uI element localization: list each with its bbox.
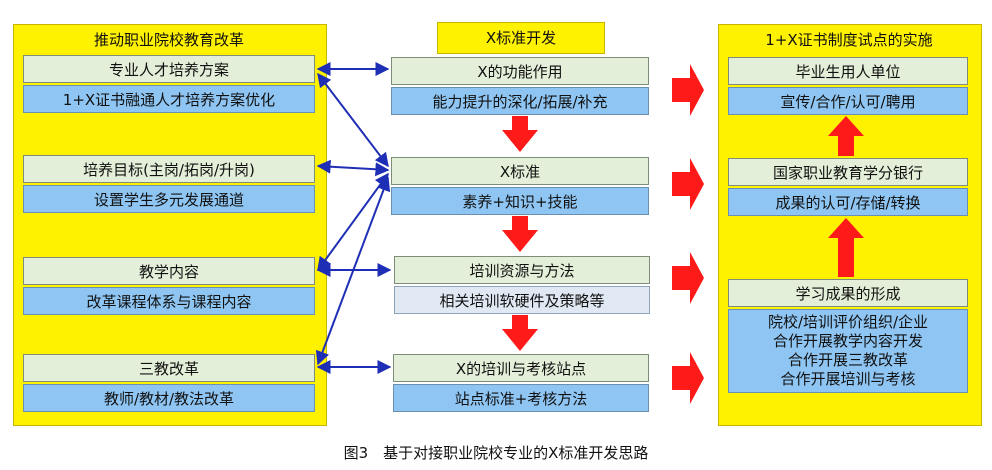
left-group-2-top: 培养目标(主岗/拓岗/升岗) xyxy=(23,155,315,183)
right-group-2-top: 国家职业教育学分银行 xyxy=(728,158,968,186)
right-group-3-bottom: 院校/培训评价组织/企业 合作开展教学内容开发 合作开展三教改革 合作开展培训与… xyxy=(728,309,968,393)
red-arrow-right-1 xyxy=(672,64,704,116)
right-group-3-line-1: 院校/培训评价组织/企业 xyxy=(767,313,929,331)
middle-title: X标准开发 xyxy=(437,22,605,54)
middle-group-4-bottom: 站点标准+考核方法 xyxy=(393,384,649,412)
right-group-3-line-2: 合作开展教学内容开发 xyxy=(772,332,923,350)
red-arrow-up-1 xyxy=(828,116,864,156)
right-group-3-top: 学习成果的形成 xyxy=(728,279,968,307)
red-arrow-down-3 xyxy=(502,315,538,351)
red-block-arrows-down xyxy=(502,116,538,351)
red-arrow-down-1 xyxy=(502,116,538,152)
middle-group-1-top: X的功能作用 xyxy=(391,57,649,85)
blue-arrow-3 xyxy=(316,159,390,177)
red-arrow-right-2 xyxy=(672,158,704,210)
right-group-1-bottom: 宣传/合作/认可/聘用 xyxy=(728,87,968,115)
right-group-2-bottom: 成果的认可/存储/转换 xyxy=(728,188,968,216)
left-group-3-top: 教学内容 xyxy=(23,257,315,285)
middle-group-2-bottom: 素养+知识+技能 xyxy=(391,187,649,215)
middle-group-2-top: X标准 xyxy=(391,157,649,185)
left-group-1-top: 专业人才培养方案 xyxy=(23,55,315,83)
middle-group-3-top: 培训资源与方法 xyxy=(394,256,650,284)
figure-caption: 图3 基于对接职业院校专业的X标准开发思路 xyxy=(343,444,649,462)
middle-group-3-bottom: 相关培训软硬件及策略等 xyxy=(394,286,650,314)
middle-group-1-bottom: 能力提升的深化/拓展/补充 xyxy=(391,87,649,115)
left-group-3-bottom: 改革课程体系与课程内容 xyxy=(23,287,315,315)
red-block-arrows-right xyxy=(672,64,704,404)
red-arrow-right-4 xyxy=(672,352,704,404)
left-group-4-bottom: 教师/教材/教法改革 xyxy=(23,384,315,412)
right-panel-title: 1+X证书制度试点的实施 xyxy=(765,31,933,49)
left-group-4-top: 三教改革 xyxy=(23,354,315,382)
middle-group-4-top: X的培训与考核站点 xyxy=(393,354,649,382)
red-block-arrows-up xyxy=(828,116,864,277)
right-group-1-top: 毕业生用人单位 xyxy=(728,57,968,85)
red-arrow-down-2 xyxy=(502,216,538,252)
right-group-3-line-3: 合作开展三教改革 xyxy=(787,351,908,369)
left-group-2-bottom: 设置学生多元发展通道 xyxy=(23,185,315,213)
blue-arrow-4 xyxy=(317,172,389,272)
right-group-3-line-4: 合作开展培训与考核 xyxy=(780,370,916,388)
blue-connector-lines xyxy=(315,62,392,374)
left-panel-title: 推动职业院校教育改革 xyxy=(93,31,244,49)
red-arrow-up-2 xyxy=(828,218,864,277)
left-group-1-bottom: 1+X证书融通人才培养方案优化 xyxy=(23,85,315,113)
blue-arrow-2 xyxy=(317,72,389,168)
red-arrow-right-3 xyxy=(672,252,704,304)
